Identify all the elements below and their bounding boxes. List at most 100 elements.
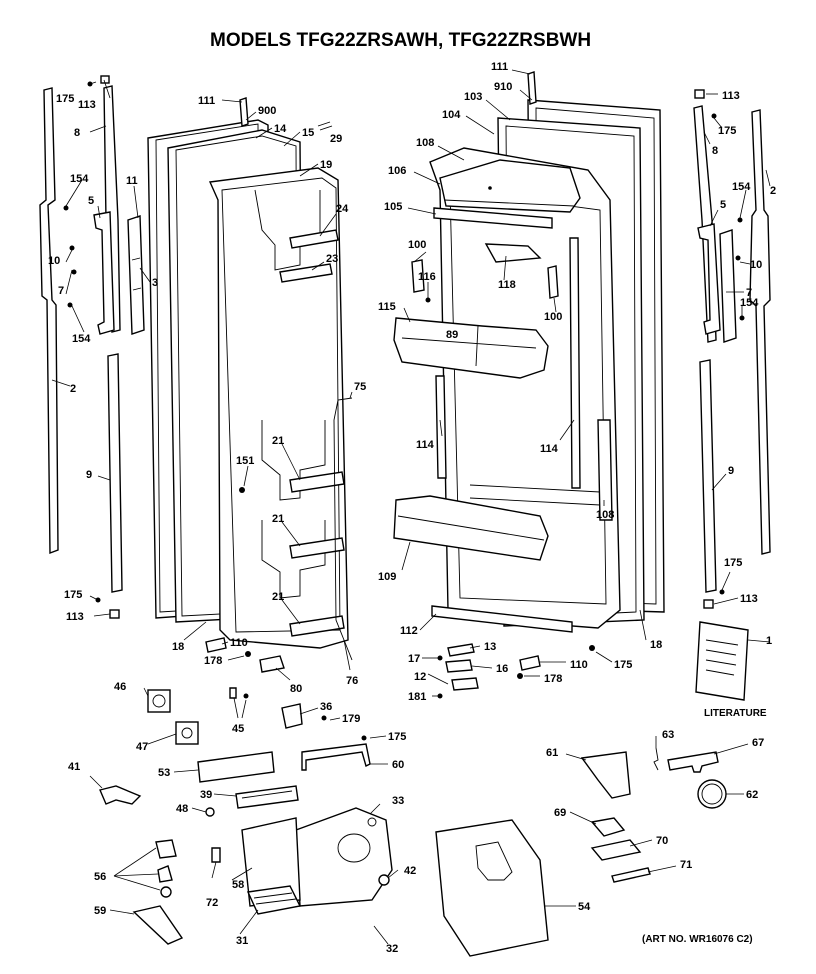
callout: 48 (176, 803, 188, 815)
door-bin-115 (393, 317, 549, 379)
screw-175-top-right (711, 113, 717, 119)
callout: 21 (272, 435, 284, 447)
callout: 9 (728, 465, 734, 477)
freezer-door-shelf-23 (279, 263, 333, 283)
part-72 (211, 847, 221, 863)
part-70 (590, 839, 642, 861)
callout: 116 (418, 271, 436, 283)
callout: 113 (722, 90, 740, 102)
art-number: (ART NO. WR16076 C2) (642, 934, 753, 945)
callout: 175 (56, 93, 74, 105)
callout: 108 (416, 137, 434, 149)
part-69 (590, 817, 626, 837)
callout: 3 (152, 277, 158, 289)
callout: 154 (70, 173, 89, 185)
trim-112 (431, 605, 573, 633)
callout: 111 (491, 61, 508, 73)
screw-175-bottom-right (719, 589, 725, 595)
literature-booklet (695, 621, 749, 701)
callout: 113 (740, 593, 758, 605)
callout: 178 (544, 673, 562, 685)
callout: 175 (388, 731, 406, 743)
freezer-door-shelf-21-bottom (289, 615, 345, 637)
callout: 1 (766, 635, 772, 647)
callout: 61 (546, 747, 558, 759)
tray-31 (246, 885, 302, 915)
callout: 179 (342, 713, 360, 725)
housing-58 (241, 817, 301, 907)
housing-33 (295, 807, 393, 907)
hinge-110-right (519, 655, 541, 671)
diagram-title: MODELS TFG22ZRSAWH, TFG22ZRSBWH (210, 30, 591, 51)
callout: 56 (94, 871, 106, 883)
cover-54 (435, 819, 549, 957)
callout: 58 (232, 879, 244, 891)
callout: 113 (66, 611, 84, 623)
washer-178-right (517, 673, 523, 679)
callout: 12 (414, 671, 426, 683)
callout: 53 (158, 767, 170, 779)
callout: 114 (416, 439, 435, 451)
callout: 105 (384, 201, 402, 213)
callout: 151 (236, 455, 254, 467)
callout: 154 (740, 297, 759, 309)
chute-59 (132, 905, 184, 945)
callout: 118 (498, 279, 516, 291)
callout: 11 (126, 175, 138, 187)
callout: 67 (752, 737, 764, 749)
washer-17 (437, 655, 443, 661)
screw-116 (425, 297, 431, 303)
callout: 181 (408, 691, 426, 703)
callout: 113 (78, 99, 96, 111)
callout: 100 (408, 239, 426, 251)
hinge-110-left (205, 637, 227, 653)
callout: 47 (136, 741, 148, 753)
door-bin-109 (393, 495, 549, 561)
freezer-door-shelf-24 (289, 229, 339, 249)
callout: 89 (446, 329, 458, 341)
screw-154-right (737, 217, 743, 223)
leader-lines (51, 69, 771, 945)
callout: 36 (320, 701, 332, 713)
callout: 71 (680, 859, 692, 871)
callout: 115 (378, 301, 396, 313)
callout: 109 (378, 571, 396, 583)
hinge-parts-16 (445, 659, 473, 673)
screw-151 (239, 487, 245, 493)
callout: 154 (72, 333, 91, 345)
hinge-parts-12 (451, 677, 479, 691)
screw-10-left-b (71, 269, 77, 275)
freezer-door-shelf-21-mid (289, 537, 345, 559)
callout: 18 (172, 641, 184, 653)
knob-46 (147, 689, 171, 713)
callout: 23 (326, 253, 338, 265)
lever-41 (99, 785, 142, 805)
callout: 70 (656, 835, 668, 847)
callout: 15 (302, 127, 314, 139)
rail-108-right (597, 419, 613, 521)
callout: 69 (554, 807, 566, 819)
part-42 (378, 874, 390, 886)
callout: 80 (290, 683, 302, 695)
callout: 31 (236, 935, 248, 947)
callout: 18 (650, 639, 662, 651)
callout: 14 (274, 123, 287, 135)
callout: 2 (770, 185, 776, 197)
left-handle-bracket-3 (127, 215, 145, 335)
callout: 59 (94, 905, 106, 917)
callout: 62 (746, 789, 758, 801)
right-trim-9 (699, 359, 717, 593)
callout: 16 (496, 663, 508, 675)
callout: 13 (484, 641, 496, 653)
part-48 (205, 807, 215, 817)
callout: 111 (198, 95, 215, 107)
callout: 110 (570, 659, 588, 671)
screw-154-left-b (67, 302, 73, 308)
bracket-36 (281, 703, 303, 729)
callout: 7 (746, 287, 752, 299)
left-trim-9 (107, 353, 123, 593)
callout: 7 (58, 285, 64, 297)
callout: 178 (204, 655, 222, 667)
parts-56 (155, 839, 177, 898)
